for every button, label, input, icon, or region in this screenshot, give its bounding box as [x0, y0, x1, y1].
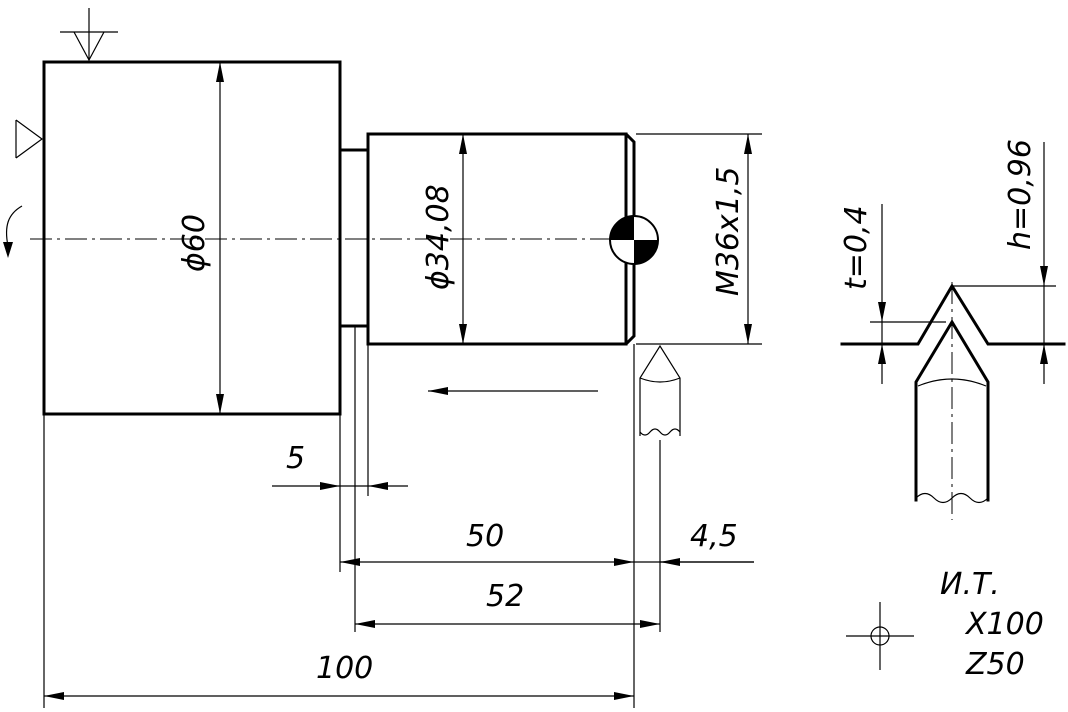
dim-d60: ϕ60 — [177, 62, 224, 414]
dim-d3408: ϕ34,08 — [421, 134, 467, 344]
tool-origin-icon — [846, 602, 914, 670]
neck-groove — [338, 148, 370, 328]
dim-45: 4,5 — [634, 519, 754, 566]
rotation-arrow-icon — [3, 205, 23, 258]
dim-t: t=0,4 — [839, 204, 886, 384]
datum-symbol-left — [15, 119, 44, 159]
detail-tool — [914, 319, 990, 504]
dim-d3408-label: ϕ34,08 — [421, 184, 456, 290]
tool-origin-line2: X100 — [964, 607, 1044, 642]
dim-h: h=0,96 — [1003, 139, 1048, 384]
dim-thread: M36x1,5 — [636, 133, 762, 345]
tool-origin-line1: И.Т. — [940, 567, 1000, 602]
dim-5-label: 5 — [286, 441, 305, 476]
dim-t-label: t=0,4 — [839, 205, 874, 290]
dim-50-label: 50 — [466, 519, 504, 554]
dim-thread-label: M36x1,5 — [711, 166, 746, 296]
dim-d60-label: ϕ60 — [177, 214, 212, 272]
dim-5: 5 — [272, 441, 408, 490]
dim-52-label: 52 — [486, 579, 524, 614]
clamp-symbol-top — [60, 8, 118, 62]
workpiece — [30, 60, 660, 416]
dim-100-label: 100 — [316, 651, 373, 686]
dim-100: 100 — [44, 651, 634, 700]
dim-h-label: h=0,96 — [1003, 139, 1038, 250]
tool-origin-line3: Z50 — [965, 647, 1025, 682]
threading-tool — [639, 344, 681, 436]
thread-profile-detail: h=0,96 t=0,4 — [839, 139, 1066, 520]
dim-52: 52 — [355, 579, 660, 628]
dim-50: 50 — [340, 519, 634, 566]
dim-45-label: 4,5 — [690, 519, 738, 554]
workpiece-zero-icon — [609, 215, 659, 265]
